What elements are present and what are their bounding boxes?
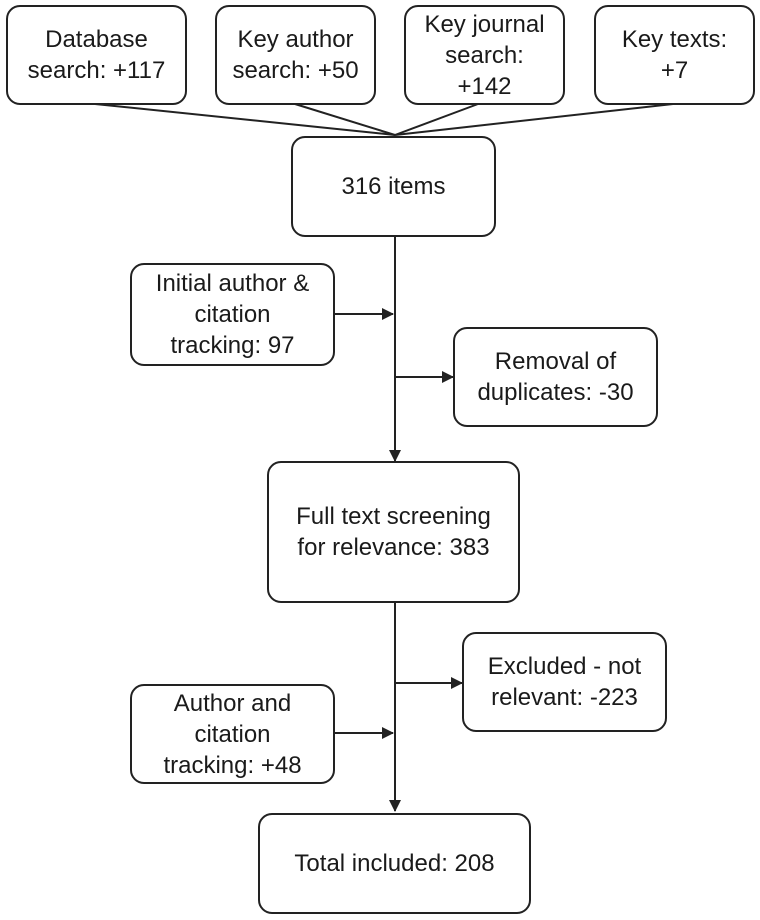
- excluded-box: Excluded - not relevant: -223: [462, 632, 667, 732]
- source-label-key-journal-search: Key journal search: +142: [424, 10, 545, 100]
- duplicates-box: Removal of duplicates: -30: [453, 327, 658, 427]
- total-included-label: Total included: 208: [294, 850, 495, 877]
- second-tracking-label: Author and citation tracking: +48: [163, 689, 302, 779]
- source-box-key-journal-search: Key journal search: +142: [404, 5, 565, 105]
- initial-tracking-label: Initial author & citation tracking: 97: [155, 270, 310, 359]
- source-box-key-texts: Key texts: +7: [594, 5, 755, 105]
- source-box-key-author-search: Key author search: +50: [215, 5, 376, 105]
- source-label-database-search: Database search: +117: [27, 26, 166, 84]
- connector-author-to-merge: [294, 103, 396, 136]
- initial-tracking-box: Initial author & citation tracking: 97: [130, 263, 335, 366]
- connector-texts-to-merge: [394, 103, 674, 136]
- connector-database-to-merge: [94, 103, 396, 136]
- merge-label: 316 items: [341, 173, 446, 200]
- duplicates-label: Removal of duplicates: -30: [477, 348, 634, 406]
- source-box-database-search: Database search: +117: [6, 5, 187, 105]
- total-included-box: Total included: 208: [258, 813, 531, 914]
- screening-label: Full text screening for relevance: 383: [296, 503, 491, 561]
- source-label-key-author-search: Key author search: +50: [232, 26, 359, 84]
- connector-journal-to-merge: [394, 103, 479, 136]
- second-tracking-box: Author and citation tracking: +48: [130, 684, 335, 784]
- source-label-key-texts: Key texts: +7: [621, 26, 728, 84]
- merge-box-316-items: 316 items: [291, 136, 496, 237]
- screening-box: Full text screening for relevance: 383: [267, 461, 520, 603]
- excluded-label: Excluded - not relevant: -223: [487, 653, 642, 711]
